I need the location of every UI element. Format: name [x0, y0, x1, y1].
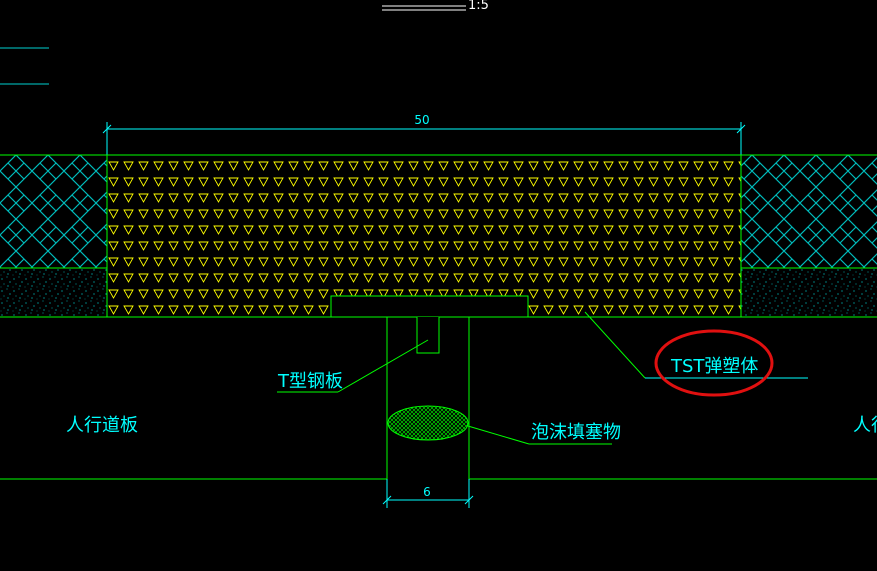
paving-left — [0, 155, 107, 317]
dimension-bottom: 6 — [382, 479, 474, 508]
dimension-top: 50 — [102, 113, 746, 155]
tst-elastomer-block — [106, 154, 742, 318]
leader-t-steel: T型钢板 — [277, 339, 429, 393]
foam-filler — [387, 405, 469, 441]
label-sidewalk-left: 人行道板 — [66, 415, 138, 436]
paving-right — [741, 155, 877, 317]
label-tst-elastomer: TST弹塑体 — [670, 356, 758, 377]
t-steel-plate — [330, 295, 529, 354]
label-sidewalk-right: 人行 — [853, 415, 877, 436]
scale-text: 1:5 — [468, 0, 489, 13]
leader-tst: TST弹塑体 — [584, 311, 808, 397]
expansion-gap — [386, 317, 470, 479]
highlight-circle — [654, 329, 774, 397]
top-left-lines — [0, 47, 49, 85]
label-foam-filler: 泡沫填塞物 — [531, 422, 621, 443]
dimension-bottom-text: 6 — [423, 485, 431, 499]
label-t-steel-plate: T型钢板 — [277, 371, 343, 392]
dimension-top-text: 50 — [414, 113, 429, 127]
title-block: 1:5 — [382, 0, 489, 13]
leader-foam: 泡沫填塞物 — [467, 422, 621, 445]
